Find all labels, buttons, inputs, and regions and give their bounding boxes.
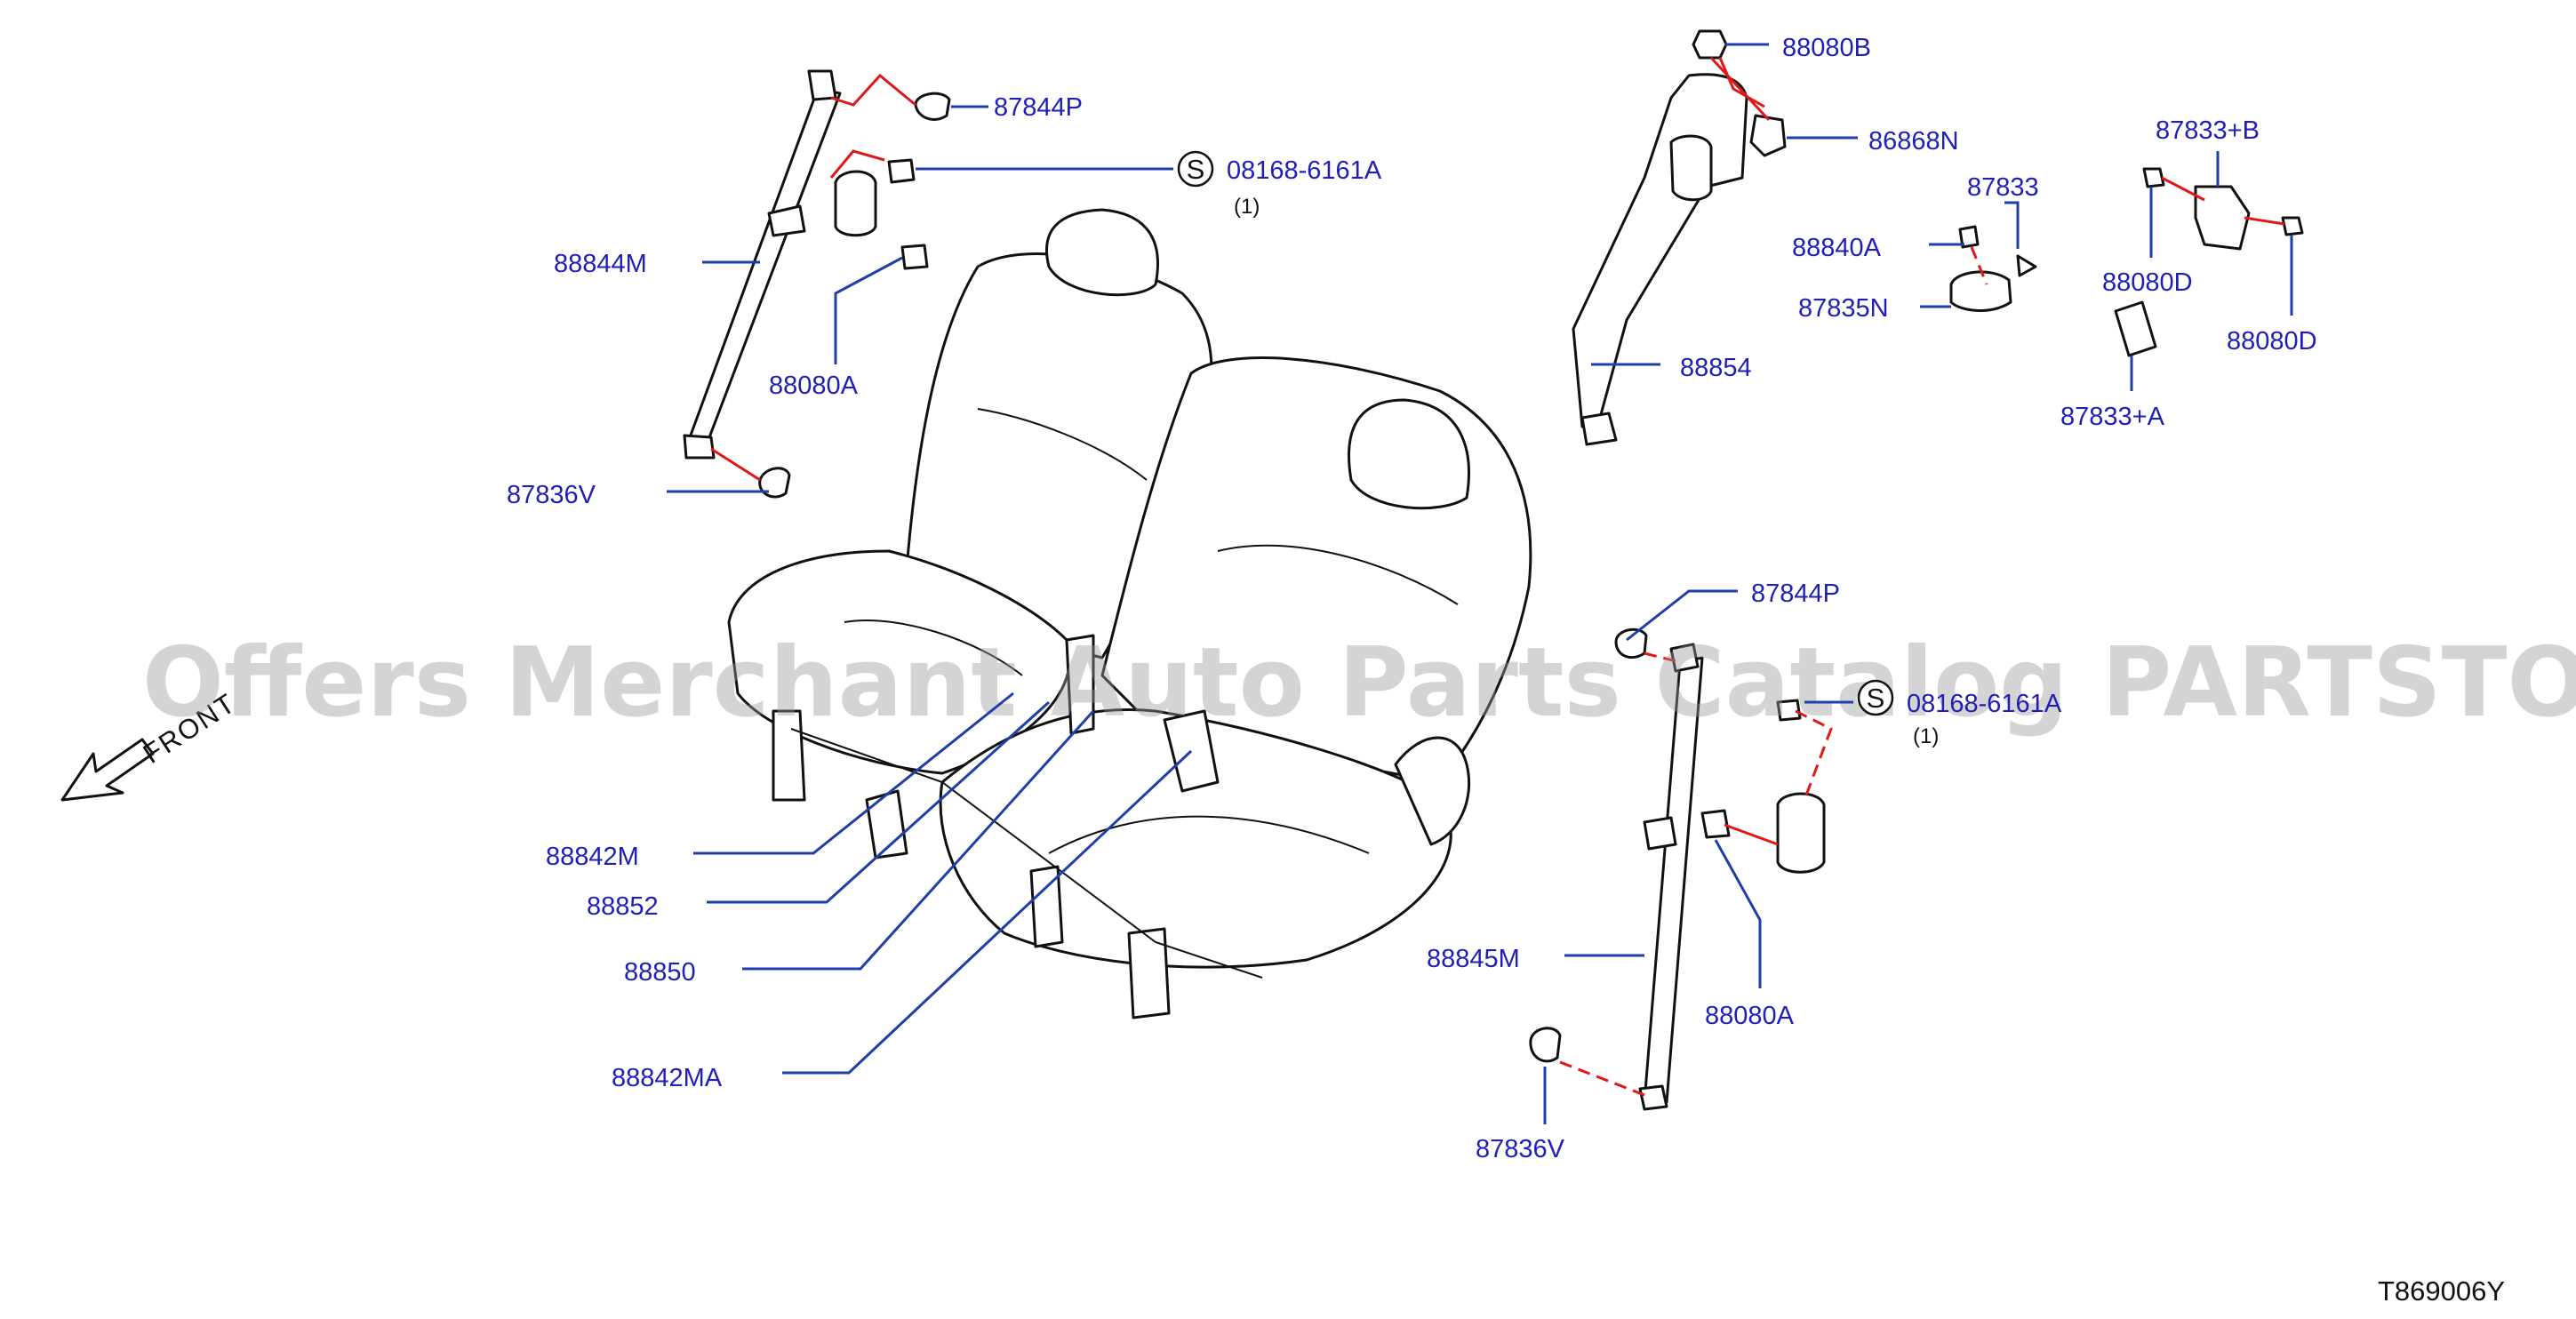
screw-symbol-top-icon: S	[1177, 150, 1214, 188]
label-88080A-bottom: 88080A	[1705, 1002, 1795, 1030]
belt-88854	[1572, 73, 1748, 446]
label-88080B: 88080B	[1782, 34, 1871, 62]
bracket-86868N-icon	[1749, 114, 1787, 157]
label-87836V-bottom: 87836V	[1476, 1135, 1565, 1163]
bolt-88840A-icon	[1958, 225, 1980, 249]
bolt-icon	[887, 158, 929, 270]
leader-lines	[667, 43, 2293, 1124]
bolt-88080A-bottom-icon	[1700, 809, 1731, 839]
bolt-88080D-left-icon	[2142, 167, 2165, 188]
label-08168-bottom-qty: (1)	[1913, 724, 1939, 748]
label-88854: 88854	[1680, 354, 1752, 382]
anchor-cover-87836V-bottom-icon	[1529, 1027, 1562, 1063]
belt-88844M	[683, 69, 877, 460]
rear-seat-assembly	[727, 208, 1532, 1019]
label-08168-top-qty: (1)	[1234, 195, 1260, 219]
label-87844P-bottom: 87844P	[1751, 580, 1840, 608]
label-88842MA: 88842MA	[612, 1064, 723, 1092]
plate-87835N-icon	[1949, 270, 2012, 312]
screw-symbol-bottom: S	[1867, 683, 1885, 714]
screw-symbol-bottom-icon: S	[1857, 679, 1894, 716]
cover-87844P-top-icon	[914, 92, 951, 121]
nut-88080B-icon	[1692, 29, 1728, 60]
label-88080D-left: 88080D	[2102, 268, 2193, 297]
bolt-08168-bottom-icon	[1776, 699, 1802, 722]
bracket-87833B-icon	[2194, 185, 2251, 251]
bolt-88080D-right-icon	[2281, 216, 2304, 236]
cap-87833-icon	[2016, 254, 2037, 277]
label-08168-6161A-top: 08168-6161A	[1227, 156, 1382, 185]
belt-88845M	[1638, 643, 1826, 1111]
label-88840A: 88840A	[1792, 234, 1882, 262]
label-88842M: 88842M	[546, 843, 639, 871]
cover-87844P-bottom-icon	[1614, 628, 1648, 659]
screw-symbol-top: S	[1187, 154, 1205, 185]
front-arrow-icon	[60, 738, 155, 802]
cover-87833A-icon	[2114, 300, 2157, 357]
label-88844M: 88844M	[554, 250, 647, 278]
watermark: Offers Merchant Auto Parts Catalog PARTS…	[142, 628, 2576, 739]
label-87833: 87833	[1967, 173, 2039, 202]
label-88852: 88852	[587, 892, 659, 921]
label-88850: 88850	[624, 958, 696, 987]
diagram-id: T869006Y	[2378, 1275, 2505, 1307]
label-88845M: 88845M	[1427, 945, 1520, 973]
label-87835N: 87835N	[1798, 294, 1889, 323]
label-08168-6161A-bottom: 08168-6161A	[1907, 690, 2062, 718]
label-88080D-right: 88080D	[2227, 327, 2317, 356]
label-88080A-top: 88080A	[769, 372, 859, 400]
label-87836V-top: 87836V	[507, 481, 596, 509]
label-87844P-top: 87844P	[994, 93, 1083, 122]
label-87833B: 87833+B	[2156, 116, 2260, 145]
label-87833A: 87833+A	[2060, 403, 2165, 431]
label-86868N: 86868N	[1868, 127, 1959, 156]
